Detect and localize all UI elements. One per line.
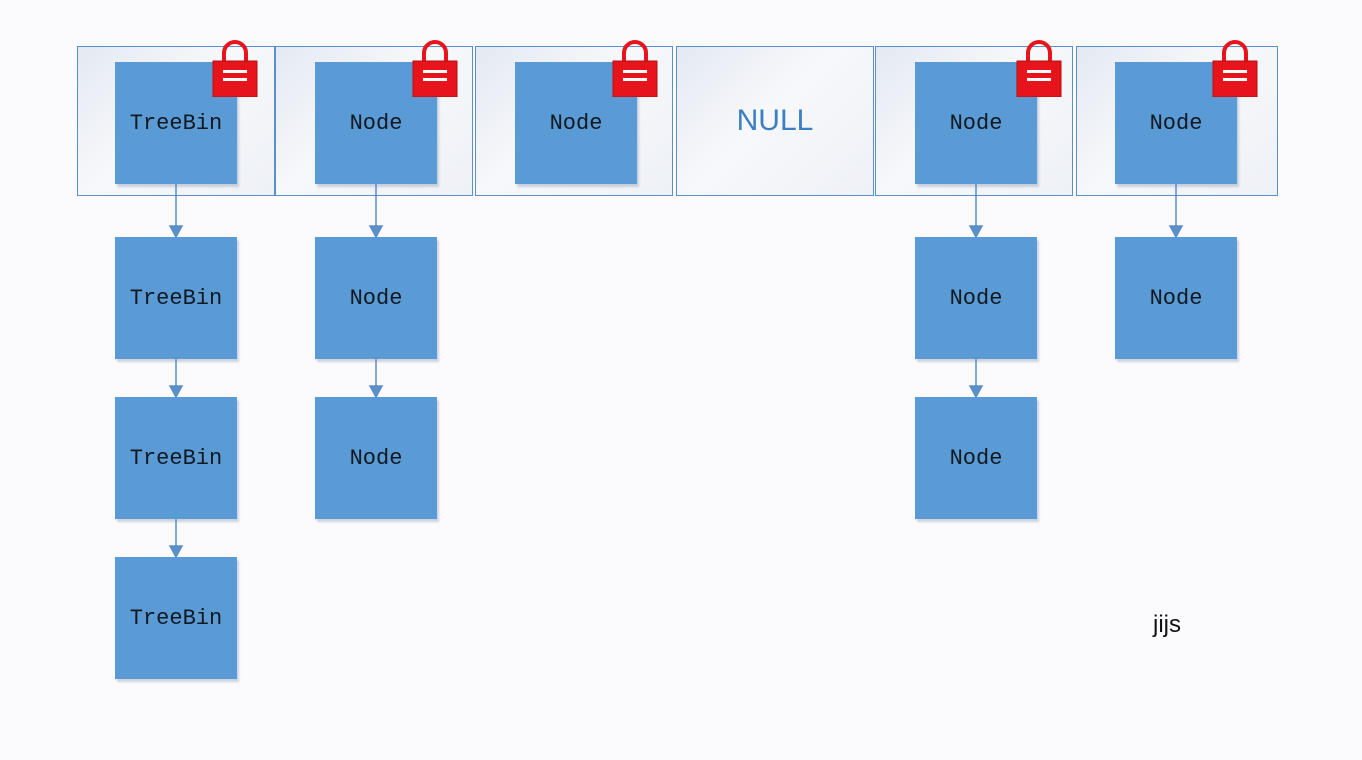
arrow-head: [168, 385, 184, 399]
arrow-head: [368, 385, 384, 399]
chain-node: Node: [915, 237, 1037, 359]
lock-icon: [612, 40, 658, 97]
chain-node: TreeBin: [115, 397, 237, 519]
bucket-cell-3: NULL: [676, 46, 874, 196]
chain-node: TreeBin: [115, 237, 237, 359]
lock-icon: [1212, 40, 1258, 97]
chain-node: Node: [315, 397, 437, 519]
arrow-head: [968, 225, 984, 239]
lock-icon: [212, 40, 258, 97]
lock-icon: [412, 40, 458, 97]
chain-node: Node: [315, 237, 437, 359]
arrow-head: [968, 385, 984, 399]
bucket-null-label: NULL: [736, 104, 814, 137]
arrow-head: [168, 545, 184, 559]
chain-node: Node: [915, 397, 1037, 519]
chain-node: Node: [1115, 237, 1237, 359]
arrow-head: [368, 225, 384, 239]
arrow-head: [168, 225, 184, 239]
watermark-text: jijs: [1153, 611, 1181, 638]
chain-node: TreeBin: [115, 557, 237, 679]
lock-icon: [1016, 40, 1062, 97]
arrow-head: [1168, 225, 1184, 239]
